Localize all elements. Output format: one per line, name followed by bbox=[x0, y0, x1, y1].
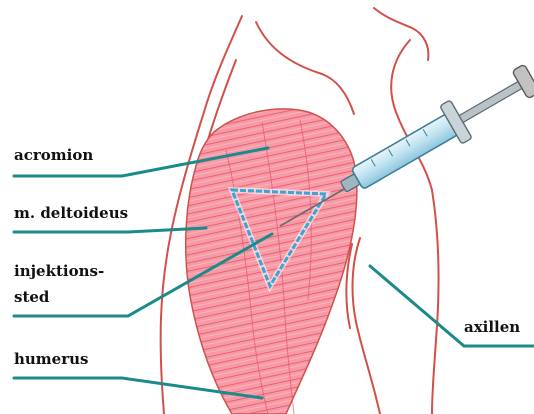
label-deltoideus: m. deltoideus bbox=[14, 204, 128, 222]
label-acromion: acromion bbox=[14, 146, 93, 164]
leader-line-deltoideus bbox=[14, 228, 206, 232]
label-humerus: humerus bbox=[14, 350, 88, 368]
label-axilla: axillen bbox=[464, 318, 520, 336]
label-injection-line2: sted bbox=[14, 288, 49, 306]
deltoid-muscle bbox=[186, 109, 357, 414]
label-injection-line1: injektions- bbox=[14, 262, 104, 280]
